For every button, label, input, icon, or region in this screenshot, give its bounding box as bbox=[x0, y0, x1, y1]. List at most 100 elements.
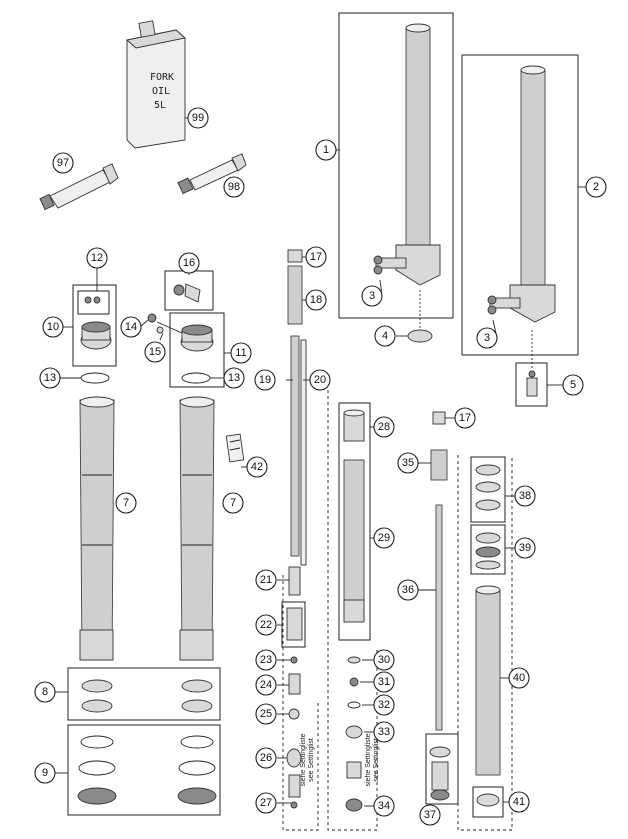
leader-lines bbox=[55, 117, 586, 807]
box-part-39 bbox=[470, 524, 506, 575]
bushings-8 bbox=[81, 679, 213, 713]
svg-text:99: 99 bbox=[192, 112, 204, 124]
o-ring-13-left bbox=[80, 372, 110, 384]
svg-text:9: 9 bbox=[42, 767, 48, 779]
valve-16 bbox=[173, 283, 201, 303]
svg-text:38: 38 bbox=[519, 490, 531, 502]
box-part-11 bbox=[169, 312, 225, 388]
svg-text:98: 98 bbox=[228, 181, 240, 193]
callout-26: 26 bbox=[255, 747, 277, 769]
callout-13-left: 13 bbox=[39, 367, 61, 389]
o-ring-13-right bbox=[181, 372, 211, 384]
dashed-group-left bbox=[282, 575, 319, 831]
svg-text:12: 12 bbox=[91, 252, 103, 264]
box-part-9 bbox=[67, 724, 221, 816]
can-label-line1: FORK bbox=[150, 72, 174, 83]
seal-ring-4 bbox=[407, 329, 433, 343]
callout-41: 41 bbox=[508, 791, 530, 813]
callout-33: 33 bbox=[373, 721, 395, 743]
svg-text:22: 22 bbox=[260, 619, 272, 631]
cartridge-tube-assembly bbox=[475, 464, 501, 807]
box-part-1 bbox=[338, 12, 454, 319]
svg-text:34: 34 bbox=[378, 800, 390, 812]
callout-34: 34 bbox=[373, 795, 395, 817]
box-part-22 bbox=[281, 601, 306, 648]
svg-text:3: 3 bbox=[484, 332, 490, 344]
svg-text:7: 7 bbox=[230, 497, 236, 509]
svg-text:41: 41 bbox=[513, 796, 525, 808]
callout-5: 5 bbox=[562, 374, 584, 396]
setting-note-right-2: see Settinglist bbox=[373, 738, 380, 782]
svg-text:13: 13 bbox=[44, 372, 56, 384]
box-part-10 bbox=[72, 284, 117, 367]
svg-text:28: 28 bbox=[378, 421, 390, 433]
bleed-valve-5 bbox=[526, 370, 538, 397]
washer-15 bbox=[156, 326, 164, 334]
callout-97: 97 bbox=[52, 152, 74, 174]
box-part-38 bbox=[470, 456, 506, 523]
svg-text:32: 32 bbox=[378, 699, 390, 711]
can-label-line3: 5L bbox=[154, 100, 166, 111]
svg-text:33: 33 bbox=[378, 726, 390, 738]
svg-text:13: 13 bbox=[228, 372, 240, 384]
svg-text:30: 30 bbox=[378, 654, 390, 666]
svg-text:35: 35 bbox=[402, 457, 414, 469]
callouts: 1 2 3 3 4 5 7 7 8 9 10 11 12 13 13 14 15… bbox=[34, 107, 607, 826]
box-part-5 bbox=[515, 362, 548, 407]
svg-text:39: 39 bbox=[519, 542, 531, 554]
callout-16: 16 bbox=[178, 252, 200, 274]
svg-text:8: 8 bbox=[42, 686, 48, 698]
callout-3-upper: 3 bbox=[361, 285, 383, 307]
fork-cap-10 bbox=[80, 296, 112, 350]
callout-30: 30 bbox=[373, 649, 395, 671]
callout-27: 27 bbox=[255, 792, 277, 814]
svg-text:26: 26 bbox=[260, 752, 272, 764]
sticker-42 bbox=[225, 433, 245, 463]
callout-42: 42 bbox=[246, 456, 268, 478]
callout-40: 40 bbox=[508, 667, 530, 689]
svg-text:19: 19 bbox=[259, 374, 271, 386]
svg-text:23: 23 bbox=[260, 654, 272, 666]
svg-text:21: 21 bbox=[260, 574, 272, 586]
svg-text:4: 4 bbox=[382, 330, 388, 342]
callout-38: 38 bbox=[514, 485, 536, 507]
callout-22: 22 bbox=[255, 614, 277, 636]
dashed-group-middle bbox=[327, 390, 378, 831]
svg-text:1: 1 bbox=[323, 144, 329, 156]
callout-1: 1 bbox=[315, 139, 337, 161]
callout-25: 25 bbox=[255, 703, 277, 725]
callout-21: 21 bbox=[255, 569, 277, 591]
svg-text:25: 25 bbox=[260, 708, 272, 720]
setting-note-left-2: see Settinglist bbox=[308, 738, 315, 782]
svg-text:3: 3 bbox=[369, 290, 375, 302]
svg-text:10: 10 bbox=[47, 321, 59, 333]
callout-10: 10 bbox=[42, 316, 64, 338]
callout-19: 19 bbox=[254, 369, 276, 391]
svg-text:37: 37 bbox=[424, 809, 436, 821]
piston-rod-assembly bbox=[286, 249, 307, 809]
callout-14: 14 bbox=[120, 316, 142, 338]
callout-31: 31 bbox=[373, 671, 395, 693]
svg-text:5: 5 bbox=[570, 379, 576, 391]
svg-text:20: 20 bbox=[314, 374, 326, 386]
svg-text:24: 24 bbox=[260, 679, 272, 691]
callout-15: 15 bbox=[144, 341, 166, 363]
svg-text:29: 29 bbox=[378, 532, 390, 544]
callout-12: 12 bbox=[86, 247, 108, 269]
callout-3-lower: 3 bbox=[476, 327, 498, 349]
seals-9 bbox=[77, 735, 217, 805]
callout-17-right: 17 bbox=[454, 407, 476, 429]
callout-39: 39 bbox=[514, 537, 536, 559]
setting-note-left-1: siehe Settingliste bbox=[300, 733, 307, 786]
callout-11: 11 bbox=[230, 342, 252, 364]
svg-text:16: 16 bbox=[183, 257, 195, 269]
callout-18: 18 bbox=[305, 289, 327, 311]
svg-text:18: 18 bbox=[310, 294, 322, 306]
box-part-8 bbox=[67, 667, 221, 721]
callout-7-left: 7 bbox=[115, 492, 137, 514]
callout-13-right: 13 bbox=[223, 367, 245, 389]
dashed-group-right bbox=[457, 455, 513, 831]
box-part-2 bbox=[461, 54, 579, 356]
callout-99: 99 bbox=[187, 107, 209, 129]
